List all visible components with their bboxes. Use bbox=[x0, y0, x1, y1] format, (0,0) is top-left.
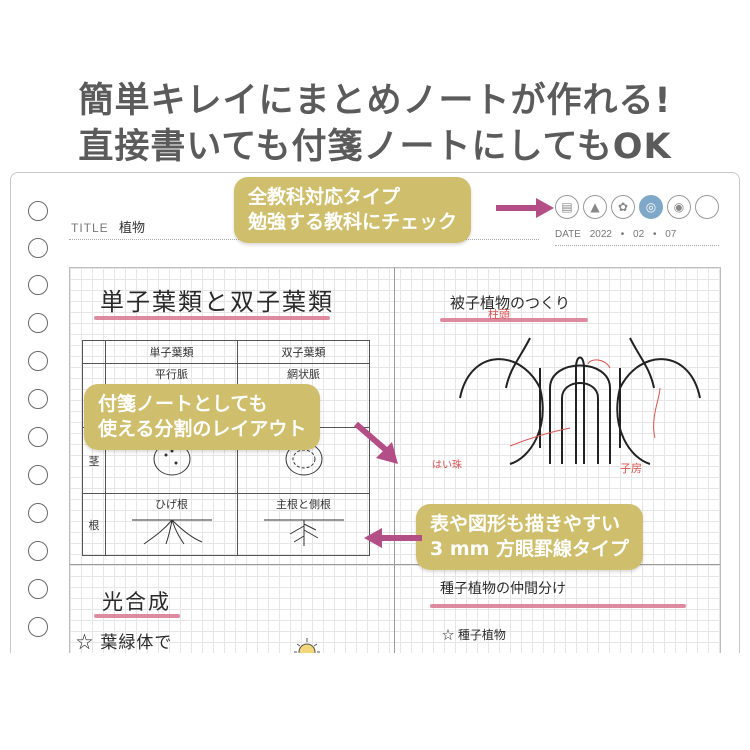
mountain-icon[interactable]: ▲ bbox=[583, 195, 607, 219]
table-cell: 主根と側根 bbox=[237, 493, 370, 556]
binder-hole bbox=[28, 503, 48, 523]
date-separator: • bbox=[652, 229, 657, 240]
globe-icon[interactable]: ◎ bbox=[639, 195, 663, 219]
notebook-page: TITLE 植物 ▤ ▲ ✿ ◎ ◉ DATE 2022 • 02 • 07 単… bbox=[10, 172, 740, 653]
headline-line2: 直接書いても付箋ノートにしてもOK bbox=[78, 127, 672, 167]
flower-diagram bbox=[459, 337, 701, 465]
date-row: DATE 2022 • 02 • 07 bbox=[555, 229, 682, 240]
binder-hole bbox=[28, 389, 48, 409]
date-month[interactable]: 02 bbox=[633, 229, 645, 240]
ovary-label: 子房 bbox=[620, 462, 642, 475]
title-label: TITLE bbox=[71, 221, 109, 235]
taproot-label: 主根と側根 bbox=[276, 498, 331, 511]
callout-middle-line2: 使える分割のレイアウト bbox=[98, 418, 307, 440]
book-icon[interactable]: ▤ bbox=[555, 195, 579, 219]
section4-item: ☆ 種子植物 bbox=[442, 628, 506, 642]
date-day[interactable]: 07 bbox=[665, 229, 677, 240]
callout-subject-check: 全教科対応タイプ 勉強する教科にチェック bbox=[234, 177, 472, 243]
callout-top-line2: 勉強する教科にチェック bbox=[248, 211, 458, 233]
callout-top-line1: 全教科対応タイプ bbox=[248, 186, 401, 208]
table-header-monocot: 単子葉類 bbox=[105, 340, 238, 364]
table-cell: ひげ根 bbox=[105, 493, 238, 556]
section2-title: 被子植物のつくり bbox=[450, 294, 571, 312]
binder-hole bbox=[28, 579, 48, 599]
headline-line1: 簡単キレイにまとめノートが作れる! bbox=[78, 81, 672, 121]
ovule-label: はい珠 bbox=[432, 460, 462, 471]
blank-subject-icon[interactable] bbox=[695, 195, 719, 219]
binder-hole bbox=[28, 617, 48, 637]
binder-hole bbox=[28, 351, 48, 371]
fibrous-root-label: ひげ根 bbox=[155, 498, 188, 511]
table-header-dicot: 双子葉類 bbox=[237, 340, 370, 364]
fibrous-root-icon bbox=[131, 519, 212, 545]
arrow-right-icon bbox=[496, 198, 554, 218]
binder-hole bbox=[28, 275, 48, 295]
title-value[interactable]: 植物 bbox=[119, 221, 146, 236]
arrow-down-right-icon bbox=[354, 421, 398, 464]
atom-icon[interactable]: ✿ bbox=[611, 195, 635, 219]
section3-underline bbox=[94, 614, 180, 618]
stigma-label: 柱頭 bbox=[488, 308, 510, 321]
world-icon[interactable]: ◉ bbox=[667, 195, 691, 219]
date-rule bbox=[555, 245, 719, 246]
binder-hole bbox=[28, 465, 48, 485]
section1-underline bbox=[94, 316, 330, 320]
taproot-icon bbox=[263, 519, 344, 546]
section4-underline bbox=[430, 604, 686, 608]
horizontal-divider bbox=[70, 564, 720, 565]
sun-icon bbox=[294, 638, 320, 653]
callout-grid-type: 表や図形も描きやすい 3 mm 方眼罫線タイプ bbox=[416, 504, 644, 570]
date-separator: • bbox=[620, 229, 625, 240]
binder-hole bbox=[28, 201, 48, 221]
section2-underline bbox=[440, 318, 588, 322]
date-year[interactable]: 2022 bbox=[589, 229, 612, 240]
section1-title: 単子葉類と双子葉類 bbox=[100, 288, 334, 316]
callout-bottom-line1: 表や図形も描きやすい bbox=[430, 513, 621, 535]
section3-title: 光合成 bbox=[102, 590, 171, 614]
callout-sticky-layout: 付箋ノートとしても 使える分割のレイアウト bbox=[84, 384, 321, 450]
arrow-left-icon bbox=[364, 528, 422, 548]
binder-hole bbox=[28, 313, 48, 333]
binder-hole bbox=[28, 427, 48, 447]
binder-hole bbox=[28, 541, 48, 561]
callout-middle-line1: 付箋ノートとしても bbox=[98, 393, 268, 415]
table-header-blank bbox=[82, 340, 106, 364]
callout-bottom-line2: 3 mm 方眼罫線タイプ bbox=[430, 538, 630, 560]
binder-hole bbox=[28, 238, 48, 258]
section4-title: 種子植物の仲間分け bbox=[440, 581, 566, 597]
date-label: DATE bbox=[555, 229, 581, 240]
section3-item: ☆ 葉緑体で bbox=[76, 633, 173, 653]
table-row-label: 根 bbox=[82, 493, 106, 556]
